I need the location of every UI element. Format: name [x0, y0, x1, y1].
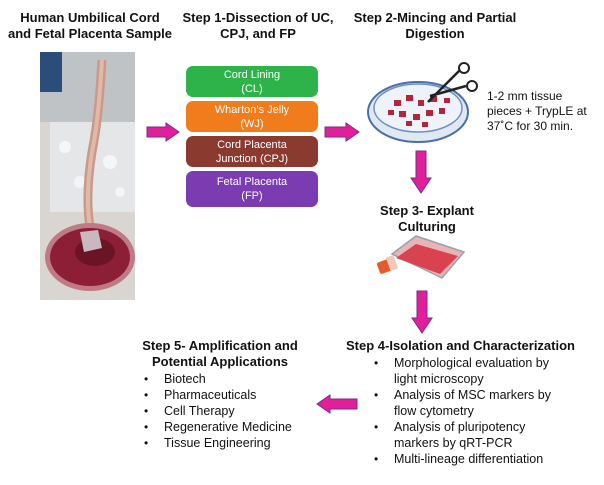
step4-item-text: Analysis of pluripotency: [394, 420, 526, 434]
step4-item: Analysis of MSC markers by: [368, 387, 600, 403]
box-whartons-jelly-line1: Wharton’s Jelly: [214, 103, 290, 116]
step5-item: Cell Therapy: [138, 403, 328, 419]
arrow-step1-to-step2: [324, 122, 360, 142]
box-cpj-line1: Cord Placenta: [217, 138, 287, 151]
step4-list: Morphological evaluation by light micros…: [368, 355, 600, 467]
petri-dish-scissors-icon: [367, 62, 478, 143]
box-cord-lining-line1: Cord Lining: [223, 68, 281, 81]
sample-title-line1: Human Umbilical Cord: [20, 10, 160, 25]
arrow-sample-to-step1: [146, 122, 180, 142]
step4-item-continued: light microscopy: [394, 372, 484, 386]
box-cord-lining: Cord Lining (CL): [186, 66, 318, 97]
step5-item: Regenerative Medicine: [138, 419, 328, 435]
step4-item: Multi-lineage differentiation: [368, 451, 600, 467]
step4-item-text: Morphological evaluation by: [394, 356, 549, 370]
box-cord-placenta-junction: Cord Placenta Junction (CPJ): [186, 136, 318, 167]
step5-item: Tissue Engineering: [138, 435, 328, 451]
step2-title-line1: Step 2-Mincing and Partial: [353, 10, 517, 25]
step2-title-line2: Digestion: [405, 26, 465, 41]
sample-title: Human Umbilical Cord and Fetal Placenta …: [2, 10, 178, 42]
step5-title-line2: Potential Applications: [151, 354, 289, 369]
step4-item-continued: flow cytometry: [394, 404, 474, 418]
step3-title: Step 3- Explant Culturing: [380, 203, 474, 234]
step4-item: Analysis of pluripotency: [368, 419, 600, 435]
box-fetal-placenta-line1: Fetal Placenta: [216, 176, 288, 188]
step4-item: Morphological evaluation by: [368, 355, 600, 371]
step2-title: Step 2-Mincing and Partial Digestion: [340, 10, 530, 42]
step5-item: Pharmaceuticals: [138, 387, 328, 403]
umbilical-cord-photo: [40, 52, 135, 300]
arrow-step2-to-step3: [410, 150, 432, 194]
step2-note: 1-2 mm tissue pieces + TrypLE at 37˚C fo…: [487, 89, 602, 134]
step4-item-continued: markers by qRT-PCR: [394, 436, 513, 450]
step4-title: Step 4-Isolation and Characterization: [346, 338, 575, 353]
step5-list: Biotech Pharmaceuticals Cell Therapy Reg…: [138, 371, 328, 451]
step4-item-text: Analysis of MSC markers by: [394, 388, 551, 402]
step2-note-line2: pieces + TrypLE at: [487, 104, 587, 118]
step1-title-line1: Step 1-Dissection of UC,: [182, 10, 334, 25]
step1-title-line2: CPJ, and FP: [220, 26, 296, 41]
step2-note-line1: 1-2 mm tissue: [487, 89, 563, 103]
step5-title-line1: Step 5- Amplification and: [142, 338, 298, 353]
step4-item-text: Multi-lineage differentiation: [394, 452, 544, 466]
box-fetal-placenta: Fetal Placenta (FP): [186, 171, 318, 207]
box-fetal-placenta-line2: (FP): [241, 190, 263, 202]
box-whartons-jelly-line2: (WJ): [240, 117, 264, 130]
box-whartons-jelly: Wharton’s Jelly (WJ): [186, 101, 318, 132]
sample-title-line2: and Fetal Placenta Sample: [7, 26, 172, 41]
step1-title: Step 1-Dissection of UC, CPJ, and FP: [176, 10, 340, 42]
step5-title: Step 5- Amplification and Potential Appl…: [130, 338, 310, 370]
box-cord-lining-line2: (CL): [241, 82, 263, 95]
box-cpj-line2: Junction (CPJ): [215, 152, 289, 165]
arrow-step3-to-step4: [411, 290, 433, 334]
culture-flask-icon: [376, 235, 466, 279]
step5-item: Biotech: [138, 371, 328, 387]
step2-note-line3: 37˚C for 30 min.: [487, 119, 574, 133]
